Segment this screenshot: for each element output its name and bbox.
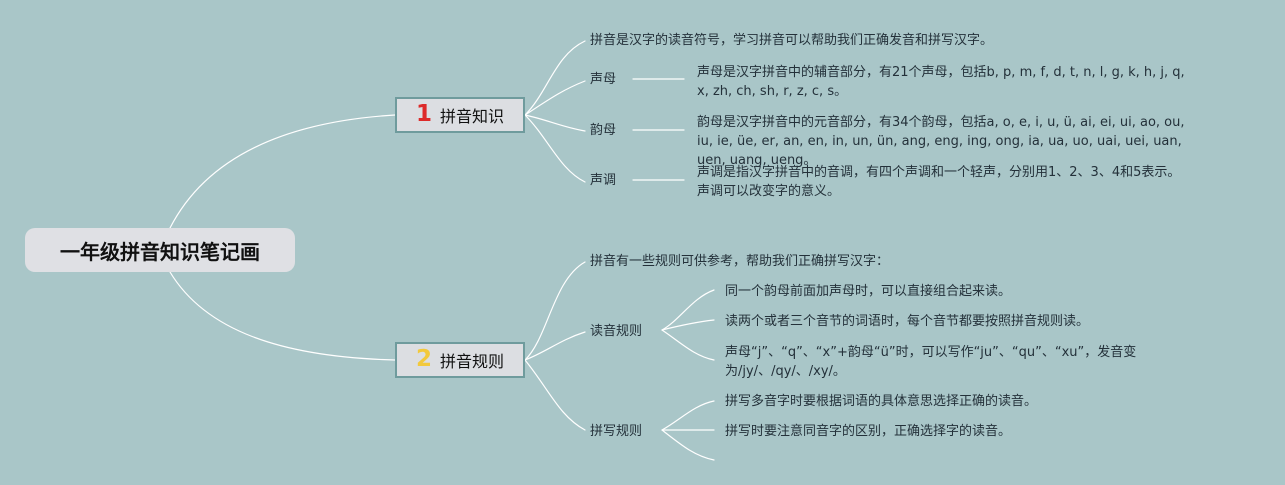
branch-label: 拼音规则: [440, 352, 505, 371]
branch1-to-shengdiao-line: [524, 114, 586, 183]
shengdiao-text: 声调是指汉字拼音中的音调，有四个声调和一个轻声，分别用1、2、3、4和5表示。声…: [697, 165, 1181, 199]
spelling-rule-1: 拼写多音字时要根据词语的具体意思选择正确的读音。: [725, 394, 1038, 409]
reading-rule-3: 声母“j”、“q”、“x”+韵母“ü”时，可以写作“ju”、“qu”、“xu”，…: [725, 345, 1137, 379]
branch-pinyin-knowledge[interactable]: 1 拼音知识: [395, 97, 525, 133]
branch-number-1-icon: 1: [415, 100, 432, 127]
spelling-to-item1-line: [661, 400, 715, 431]
shengmu-text: 声母是汉字拼音中的辅音部分，有21个声母，包括b, p, m, f, d, t,…: [697, 65, 1185, 99]
reading-to-item3-line: [661, 329, 715, 361]
spelling-to-extra-line: [661, 429, 715, 461]
branch-label: 拼音知识: [440, 107, 505, 126]
branch-number-2-icon: 2: [415, 345, 432, 372]
branch1-to-shengmu-line: [524, 80, 586, 116]
rules-intro-text: 拼音有一些规则可供参考，帮助我们正确拼写汉字：: [590, 254, 890, 269]
branch2-to-spelling-line: [524, 359, 586, 431]
root-to-branch2-line: [169, 271, 396, 361]
shengmu-label: 声母: [590, 72, 617, 87]
reading-to-item2-line: [661, 319, 715, 331]
reading-rules-label: 读音规则: [590, 324, 643, 339]
root-node[interactable]: 一年级拼音知识笔记画: [25, 228, 295, 272]
shengdiao-label: 声调: [590, 173, 617, 188]
spelling-rules-label: 拼写规则: [590, 424, 643, 439]
root-title: 一年级拼音知识笔记画: [60, 239, 260, 264]
branch2-to-reading-line: [524, 331, 586, 361]
yunmu-text: 韵母是汉字拼音中的元音部分，有34个韵母，包括a, o, e, i, u, ü,…: [697, 115, 1185, 168]
root-to-branch1-line: [169, 114, 396, 229]
reading-rule-2: 读两个或者三个音节的词语时，每个音节都要按照拼音规则读。: [725, 314, 1090, 329]
branch1-to-yunmu-line: [524, 114, 586, 132]
branch-pinyin-rules[interactable]: 2 拼音规则: [395, 342, 525, 378]
branch2-to-intro-line: [524, 261, 586, 361]
spelling-rule-2: 拼写时要注意同音字的区别，正确选择字的读音。: [725, 424, 1012, 439]
reading-to-item1-line: [661, 289, 715, 331]
pinyin-intro-text: 拼音是汉字的读音符号，学习拼音可以帮助我们正确发音和拼写汉字。: [590, 33, 994, 48]
reading-rule-1: 同一个韵母前面加声母时，可以直接组合起来读。: [725, 284, 1012, 299]
branch1-to-intro-line: [524, 40, 586, 116]
yunmu-label: 韵母: [590, 123, 617, 138]
